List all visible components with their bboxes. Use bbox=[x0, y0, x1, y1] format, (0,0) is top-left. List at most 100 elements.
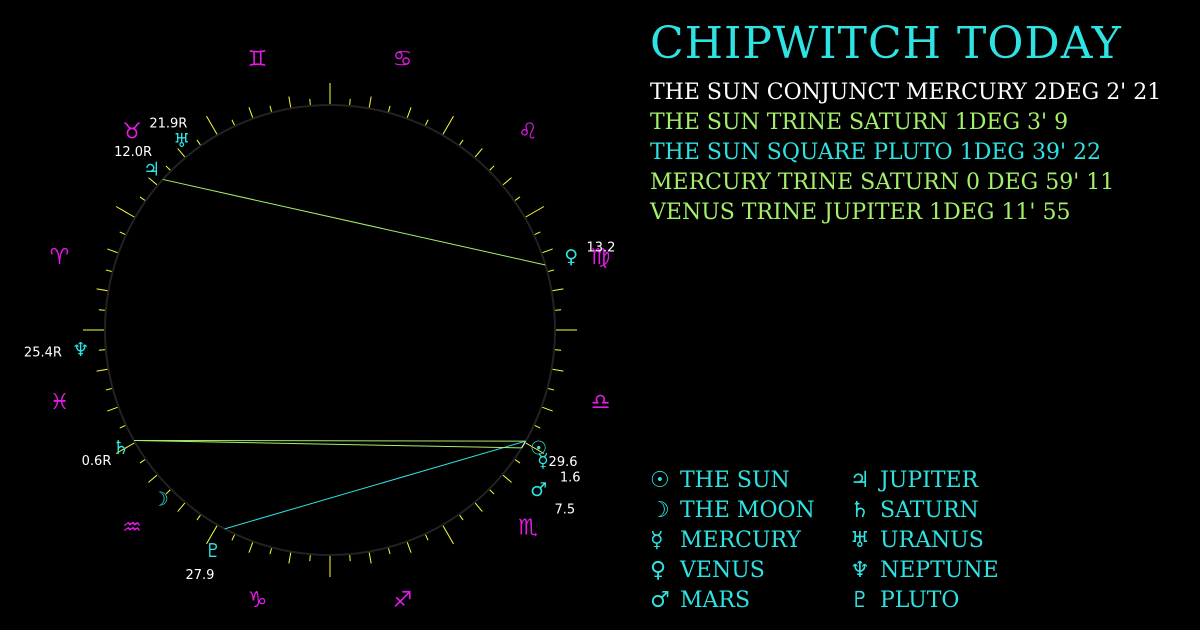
degree-tick bbox=[424, 119, 429, 127]
taurus-icon: ♉ bbox=[122, 120, 142, 145]
moon-icon: ☽ bbox=[152, 489, 169, 511]
degree-tick bbox=[248, 541, 254, 553]
degree-tick bbox=[139, 458, 146, 464]
sun-icon: ☉ bbox=[530, 438, 547, 460]
degree-tick bbox=[514, 458, 521, 464]
aries-icon: ♈ bbox=[50, 245, 70, 270]
degree-tick bbox=[547, 387, 555, 391]
capricorn-icon: ♑ bbox=[248, 588, 268, 613]
degree-tick bbox=[554, 349, 562, 351]
planet-markers: ☉29.6☽☿1.6♀13.2♂7.5♃12.0R♄0.6R♅21.9R♆25.… bbox=[24, 116, 615, 583]
aspect-list: THE SUN CONJUNCT MERCURY 2DEG 2' 21 THE … bbox=[650, 78, 1161, 228]
degree-tick bbox=[107, 406, 119, 412]
uranus-degree-label: 21.9R bbox=[149, 116, 187, 131]
degree-tick bbox=[368, 96, 372, 109]
legend-item: ♇ PLUTO bbox=[850, 586, 999, 616]
legend-label: THE SUN bbox=[680, 468, 790, 493]
degree-tick bbox=[269, 105, 273, 113]
degree-tick bbox=[551, 288, 564, 292]
legend-label: PLUTO bbox=[880, 588, 960, 613]
degree-tick bbox=[105, 269, 113, 273]
sun-degree-label: 29.6 bbox=[549, 455, 578, 470]
degree-tick bbox=[424, 533, 429, 541]
jupiter-degree-label: 12.0R bbox=[114, 145, 152, 160]
degree-tick bbox=[177, 502, 186, 512]
degree-tick bbox=[524, 206, 545, 218]
mercury-degree-label: 1.6 bbox=[560, 470, 581, 485]
legend-label: NEPTUNE bbox=[880, 558, 999, 583]
degree-tick bbox=[119, 424, 127, 429]
degree-tick bbox=[98, 349, 106, 351]
aspect-item: VENUS TRINE JUPITER 1DEG 11' 55 bbox=[650, 200, 1071, 225]
sun-icon: ☉ bbox=[650, 468, 670, 493]
degree-tick bbox=[551, 368, 564, 372]
legend-label: MERCURY bbox=[680, 528, 801, 553]
cancer-icon: ♋ bbox=[393, 47, 413, 72]
degree-tick bbox=[387, 105, 391, 113]
legend-item: ♂MARS bbox=[650, 586, 815, 616]
degree-tick bbox=[502, 474, 512, 483]
legend-label: THE MOON bbox=[680, 498, 815, 523]
venus-icon: ♀ bbox=[564, 246, 578, 268]
jupiter-icon: ♃ bbox=[850, 468, 870, 493]
degree-tick bbox=[115, 206, 136, 218]
legend-item: ☿ MERCURY bbox=[650, 526, 815, 556]
degree-tick bbox=[309, 554, 311, 562]
libra-icon: ♎ bbox=[591, 390, 611, 415]
gemini-icon: ♊ bbox=[248, 47, 268, 72]
mars-icon: ♂ bbox=[530, 479, 547, 501]
legend-item: ☉ THE SUN bbox=[650, 466, 815, 496]
degree-ring bbox=[104, 104, 556, 556]
degree-tick bbox=[288, 96, 292, 109]
degree-tick bbox=[368, 551, 372, 564]
mercury-icon: ☿ bbox=[650, 528, 664, 553]
scorpio-icon: ♏ bbox=[518, 515, 538, 540]
mercury-icon: ☿ bbox=[537, 450, 549, 472]
pisces-icon: ♓ bbox=[50, 390, 70, 415]
legend-label: URANUS bbox=[880, 528, 984, 553]
legend-column-1: ☉ THE SUN ☽THE MOON ☿ MERCURY ♀VENUS ♂MARS bbox=[650, 466, 815, 616]
degree-tick bbox=[165, 165, 172, 172]
degree-tick bbox=[541, 406, 553, 412]
leo-icon: ♌ bbox=[518, 120, 538, 145]
aspect-lines bbox=[133, 178, 546, 530]
degree-tick bbox=[196, 514, 202, 521]
degree-tick bbox=[514, 196, 521, 202]
sagittarius-icon: ♐ bbox=[393, 588, 413, 613]
legend-item: ♄SATURN bbox=[850, 496, 999, 526]
degree-tick bbox=[533, 231, 541, 236]
pluto-degree-label: 27.9 bbox=[185, 568, 214, 583]
degree-tick bbox=[231, 119, 236, 127]
degree-tick bbox=[206, 524, 218, 545]
chart-circle bbox=[104, 104, 556, 556]
degree-tick bbox=[541, 248, 553, 254]
virgo-icon: ♍ bbox=[591, 245, 611, 270]
legend-label: VENUS bbox=[680, 558, 765, 583]
mars-icon: ♂ bbox=[650, 588, 670, 613]
aspect-line bbox=[521, 440, 527, 449]
degree-tick bbox=[458, 514, 464, 521]
degree-tick bbox=[139, 196, 146, 202]
degree-tick bbox=[474, 148, 483, 158]
saturn-icon: ♄ bbox=[112, 437, 129, 459]
degree-tick bbox=[554, 309, 562, 311]
aspect-item: THE SUN SQUARE PLUTO 1DEG 39' 22 bbox=[650, 140, 1101, 165]
legend-item: ♀VENUS bbox=[650, 556, 815, 586]
degree-tick bbox=[115, 442, 136, 454]
zodiac-signs: ♈♉♊♋♌♍♎♏♐♑♒♓ bbox=[50, 47, 611, 613]
pluto-icon: ♇ bbox=[204, 540, 221, 562]
saturn-icon: ♄ bbox=[850, 498, 870, 523]
legend-item: ♅URANUS bbox=[850, 526, 999, 556]
degree-tick bbox=[406, 541, 412, 553]
uranus-icon: ♅ bbox=[173, 130, 190, 152]
pluto-icon: ♇ bbox=[850, 588, 870, 613]
legend-item: ☽THE MOON bbox=[650, 496, 815, 526]
degree-tick bbox=[119, 231, 127, 236]
legend-item: ♃JUPITER bbox=[850, 466, 999, 496]
degree-tick bbox=[206, 115, 218, 136]
degree-tick bbox=[98, 309, 106, 311]
degree-tick bbox=[547, 269, 555, 273]
degree-tick bbox=[107, 248, 119, 254]
degree-tick bbox=[196, 139, 202, 146]
degree-tick bbox=[387, 547, 391, 555]
